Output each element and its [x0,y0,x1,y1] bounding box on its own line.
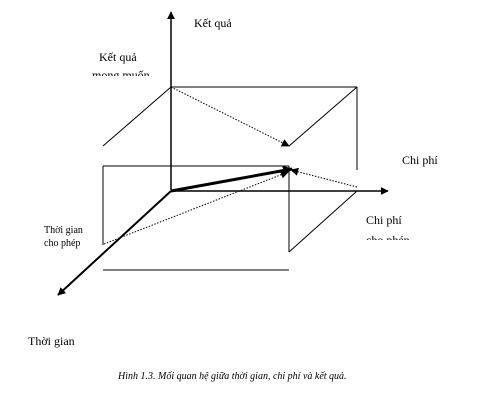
top-plane-right-diagonal [288,86,358,147]
figure-caption: Hình 1.3. Mối quan hệ giữa thời gian, ch… [117,371,347,382]
time-axis [57,190,172,296]
desired-result-label-line1: Kết quả [99,50,137,64]
result-axis-label: Kết quả [194,16,232,30]
allowed-cost-label-line1: Chi phí [366,213,402,227]
top-plane-left-diagonal [102,86,172,147]
dotted-projection-right [290,167,358,188]
time-axis-label: Thời gian [28,334,75,348]
dotted-projection-left [103,170,289,245]
allowed-cost-mask [355,240,445,250]
allowed-time-label-line2: cho phép [44,238,80,249]
right-face-diagonal [288,190,358,253]
result-vector [170,165,293,193]
desired-result-mask [80,76,170,86]
allowed-time-label-line1: Thời gian [44,225,83,236]
dotted-projection-top [170,86,290,147]
cost-axis-label: Chi phí [402,153,438,167]
